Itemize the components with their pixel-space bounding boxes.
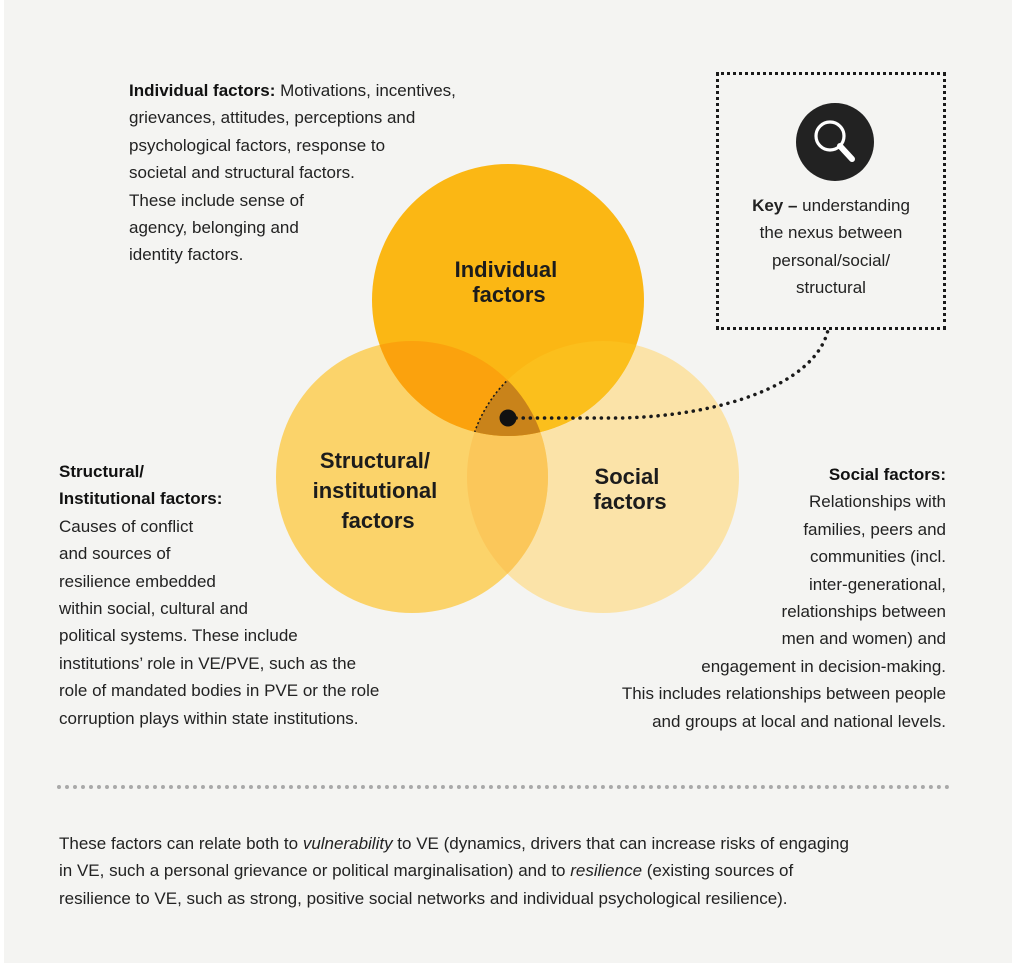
page-edge	[0, 0, 4, 963]
center-dot	[499, 409, 517, 427]
structural-desc-line: and sources of	[59, 544, 171, 564]
structural-desc-line: institutions’ role in VE/PVE, such as th…	[59, 653, 357, 673]
individual-desc-line: agency, belonging and	[129, 218, 299, 238]
structural-heading-2: Institutional factors:	[59, 489, 223, 509]
structural-desc-heading: Structural/	[59, 458, 379, 485]
social-desc-line: families, peers and	[803, 519, 946, 539]
footer-text: in VE, such a personal grievance or poli…	[59, 861, 571, 881]
individual-desc-text: Motivations, incentives,	[275, 81, 456, 100]
structural-desc-line: political systems. These include	[59, 626, 298, 646]
footer-italic-vulnerability: vulnerability	[302, 834, 393, 853]
key-text-line: Key – understanding	[719, 192, 943, 219]
social-desc-line: communities (incl.	[809, 547, 946, 567]
social-desc-line: inter-generational,	[808, 574, 946, 594]
social-factors-description: Social factors: Relationships with famil…	[622, 461, 946, 735]
social-desc-line: men and women) and	[781, 629, 946, 649]
individual-desc-line: identity factors.	[129, 245, 244, 265]
social-desc-line: Relationships with	[808, 492, 946, 512]
individual-desc-line: These include sense of	[129, 190, 304, 210]
structural-factors-description: Structural/ Institutional factors: Cause…	[59, 458, 379, 732]
footer-line: in VE, such a personal grievance or poli…	[59, 857, 959, 884]
structural-desc-line: resilience embedded	[59, 571, 216, 591]
individual-desc-line: societal and structural factors.	[129, 163, 355, 183]
individual-desc-line: grievances, attitudes, perceptions and	[129, 108, 416, 128]
structural-desc-line: within social, cultural and	[59, 599, 248, 619]
overlap-individual-social	[467, 341, 644, 436]
key-text-line: structural	[796, 278, 866, 298]
key-text: Key – understanding the nexus between pe…	[719, 192, 943, 302]
social-heading: Social factors:	[828, 465, 946, 484]
structural-circle-label: Structural/ institutional factors	[313, 448, 444, 533]
magnifier-icon	[796, 103, 874, 181]
structural-desc-line: Causes of conflict	[59, 516, 194, 536]
individual-desc-heading: Individual factors:	[129, 81, 276, 100]
footer-text: (existing sources of	[642, 861, 794, 881]
key-connector-line	[507, 328, 830, 420]
social-desc-line: and groups at local and national levels.	[652, 711, 946, 731]
social-circle-label: Social factors	[593, 464, 666, 514]
individual-desc-line: psychological factors, response to	[129, 135, 386, 155]
structural-heading-1: Structural/	[59, 462, 145, 481]
structural-desc-line: corruption plays within state institutio…	[59, 708, 359, 728]
social-desc-line: relationships between	[781, 602, 946, 622]
structural-desc-line: role of mandated bodies in PVE or the ro…	[59, 681, 380, 701]
footer-text: These factors can relate both to	[59, 834, 303, 853]
individual-factors-description: Individual factors: Motivations, incenti…	[129, 77, 456, 269]
structural-desc-heading: Institutional factors:	[59, 485, 379, 512]
social-desc-line: This includes relationships between peop…	[621, 684, 946, 704]
key-text-line: personal/social/	[771, 250, 891, 270]
social-desc-line: engagement in decision-making.	[701, 656, 946, 676]
social-desc-heading: Social factors:	[622, 461, 946, 488]
footer-note: These factors can relate both to vulnera…	[59, 830, 959, 912]
individual-circle-label: Individual factors	[455, 257, 564, 307]
key-text-rest: understanding	[797, 196, 910, 215]
key-text-line: the nexus between	[759, 223, 903, 243]
footer-line: resilience to VE, such as strong, positi…	[59, 888, 788, 908]
overlap-individual-structural	[372, 341, 548, 436]
footer-italic-resilience: resilience	[570, 861, 643, 881]
key-box: Key – understanding the nexus between pe…	[716, 72, 946, 330]
dotted-divider	[57, 785, 950, 789]
footer-line: These factors can relate both to vulnera…	[59, 830, 959, 857]
individual-desc-line: Individual factors: Motivations, incenti…	[129, 77, 456, 104]
key-heading: Key –	[752, 196, 798, 215]
footer-text: to VE (dynamics, drivers that can increa…	[392, 834, 849, 853]
